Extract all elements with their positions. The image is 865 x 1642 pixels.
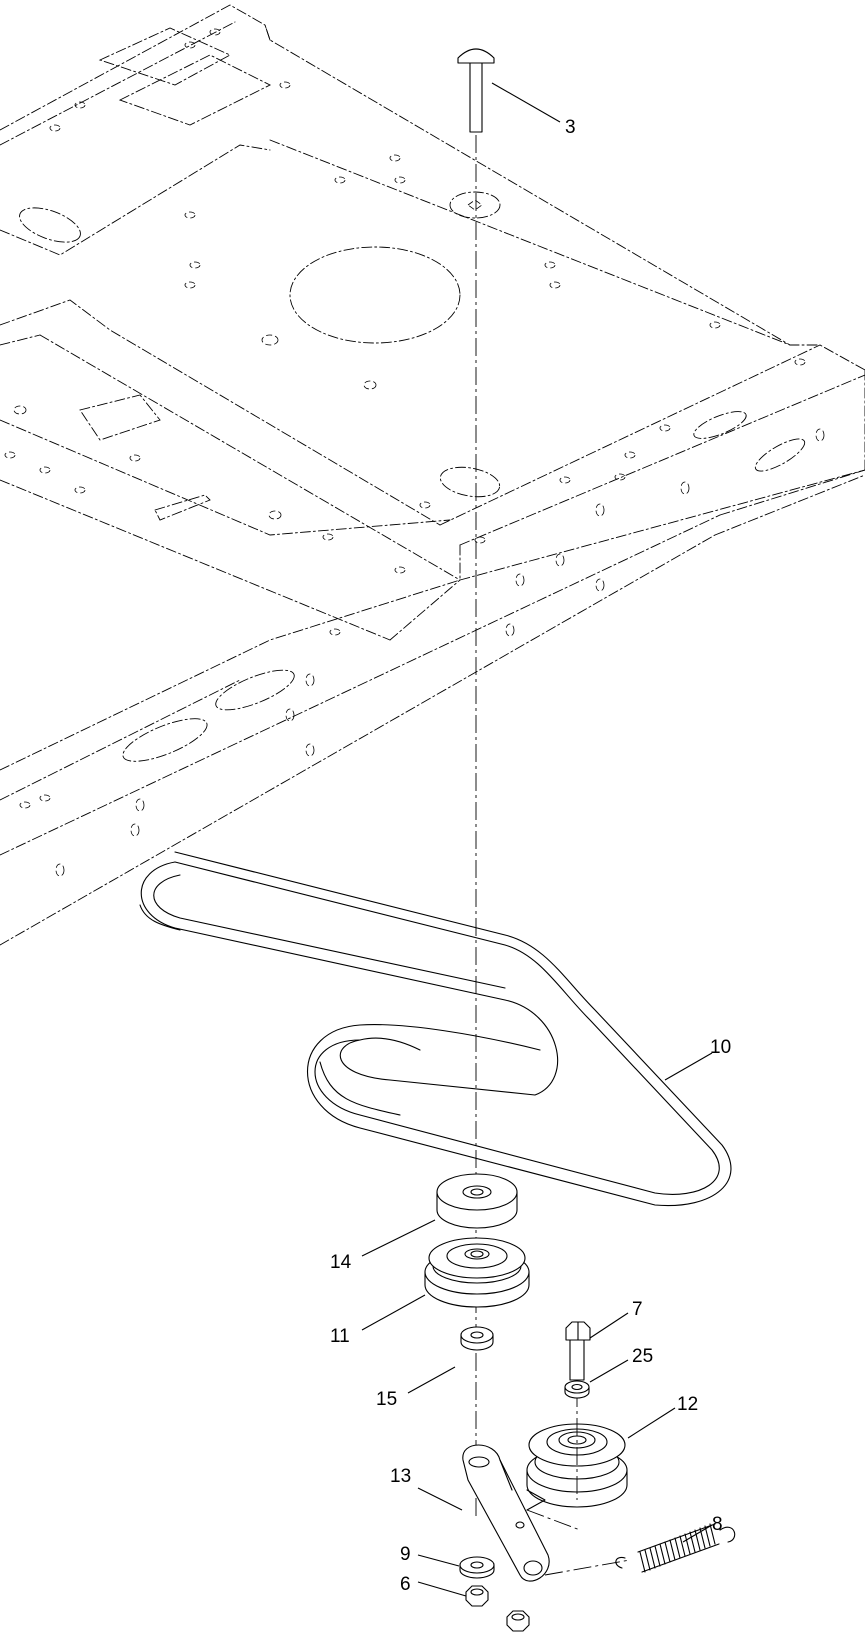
callout-9: 9 xyxy=(400,1544,411,1565)
part-8-spring xyxy=(544,1523,736,1576)
part-9-washer xyxy=(459,1556,495,1579)
callout-13: 13 xyxy=(390,1466,411,1487)
part-14-flat-idler xyxy=(436,1173,518,1229)
part-25-washer xyxy=(564,1380,590,1399)
callout-11: 11 xyxy=(330,1326,350,1347)
callout-7: 7 xyxy=(632,1299,643,1320)
callout-12: 12 xyxy=(677,1394,698,1415)
part-15-spacer xyxy=(460,1326,494,1351)
part-13-idler-arm xyxy=(462,1444,550,1582)
part-7-bolt xyxy=(565,1321,591,1381)
callout-labels: 3 10 14 11 7 25 15 12 13 8 9 6 xyxy=(330,117,731,1595)
part-12-idler-pulley xyxy=(526,1360,628,1531)
callout-14: 14 xyxy=(330,1252,352,1273)
mower-frame xyxy=(0,4,865,946)
part-6-nut xyxy=(465,1585,530,1632)
callout-25: 25 xyxy=(632,1346,653,1367)
leader-lines xyxy=(361,82,713,1597)
part-11-v-pulley xyxy=(424,1237,530,1308)
callout-15: 15 xyxy=(376,1389,397,1410)
part-3-pin xyxy=(457,48,495,133)
callout-3: 3 xyxy=(565,117,576,138)
callout-6: 6 xyxy=(400,1574,411,1595)
callout-10: 10 xyxy=(710,1037,731,1058)
part-10-belt xyxy=(139,851,732,1207)
callout-8: 8 xyxy=(712,1514,723,1535)
